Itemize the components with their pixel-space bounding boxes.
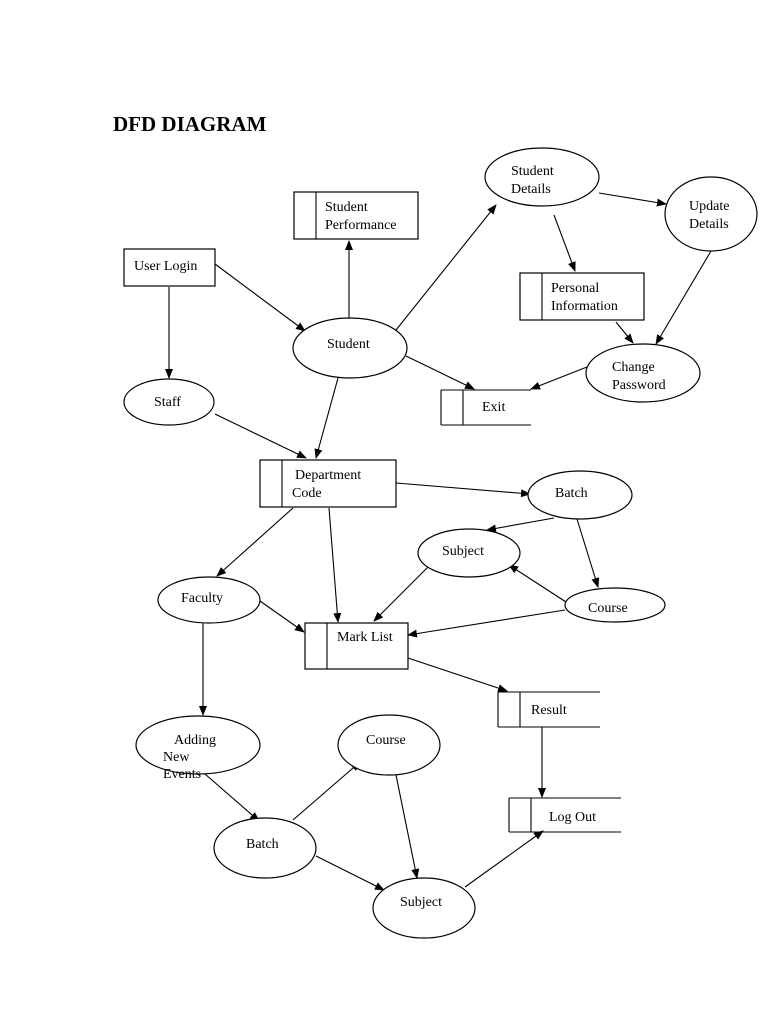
node-label-line: Details — [689, 217, 729, 232]
node-label-line: Update — [689, 199, 729, 214]
node-log-out: Log Out — [508, 797, 621, 833]
arrow-batch-subject-bottom — [315, 855, 385, 891]
node-label-line: Staff — [154, 395, 181, 410]
node-faculty: Faculty — [157, 576, 261, 624]
arrow-userlogin-student — [214, 263, 306, 332]
node-result: Result — [497, 691, 600, 728]
arrow-batch-subject — [486, 517, 555, 533]
node-label-line: User Login — [134, 259, 197, 274]
node-change-password: Change Password — [585, 343, 701, 403]
node-user-login: User Login — [123, 248, 216, 287]
node-label-line: New — [163, 750, 190, 765]
arrow-update-password — [655, 250, 712, 345]
node-label-line: Department — [295, 468, 361, 483]
node-staff: Staff — [123, 378, 215, 426]
node-label-line: Log Out — [549, 810, 596, 825]
node-subject-mid: Subject — [417, 528, 521, 578]
arrow-department-faculty — [216, 507, 294, 577]
node-label-line: Course — [366, 733, 406, 748]
arrow-personal-password — [615, 321, 634, 344]
node-student-details: Student Details — [484, 147, 600, 207]
node-student-performance: Student Performance — [293, 191, 419, 240]
flow-arrows — [165, 192, 712, 891]
node-course-mid: Course — [564, 587, 666, 623]
arrow-details-update — [598, 192, 667, 207]
node-personal-information: Personal Information — [519, 272, 645, 321]
arrow-department-batch — [395, 482, 531, 498]
node-batch-bottom: Batch — [213, 817, 317, 879]
node-label-line: Change — [612, 360, 655, 375]
arrow-staff-department — [214, 413, 307, 459]
arrow-student-exit — [405, 355, 475, 390]
arrow-batch-course — [292, 761, 361, 821]
node-mark-list: Mark List — [304, 622, 409, 670]
node-label-line: Password — [612, 378, 666, 393]
node-label-line: Code — [292, 486, 322, 501]
arrow-course-marklist — [407, 609, 566, 638]
arrow-department-marklist — [328, 507, 342, 623]
arrow-marklist-result — [407, 657, 508, 692]
arrow-events-batch — [204, 773, 260, 822]
node-subject-bottom: Subject — [372, 877, 476, 939]
arrow-course-subject — [508, 564, 567, 603]
node-batch-top: Batch — [527, 470, 633, 520]
node-label-line: Batch — [246, 837, 279, 852]
node-label-line: Subject — [442, 544, 484, 559]
arrow-course-subject-bottom — [395, 774, 420, 879]
node-label-line: Personal — [551, 281, 599, 296]
arrow-subject-logout — [464, 830, 544, 888]
node-label-line: Result — [531, 703, 567, 718]
arrow-password-exit — [530, 366, 588, 390]
node-student: Student — [292, 317, 408, 379]
node-course-bottom: Course — [337, 714, 441, 776]
node-label-line: Information — [551, 299, 618, 314]
node-label-line: Adding — [174, 733, 216, 748]
node-label-line: Student — [511, 164, 554, 179]
node-update-details: Update Details — [664, 176, 758, 252]
node-label-line: Course — [588, 601, 628, 616]
node-label-line: Performance — [325, 218, 397, 233]
node-adding-new-events: Adding New Events — [135, 715, 261, 782]
node-department-code: Department Code — [259, 459, 397, 508]
node-label-line: Subject — [400, 895, 442, 910]
node-label-line: Batch — [555, 486, 588, 501]
node-label-line: Exit — [482, 400, 505, 415]
arrow-student-details — [395, 204, 497, 331]
arrow-details-personal — [553, 214, 576, 272]
node-label-line: Details — [511, 182, 551, 197]
arrow-student-department — [314, 377, 339, 459]
arrow-faculty-marklist — [259, 600, 305, 633]
page-title: DFD DIAGRAM — [113, 112, 267, 136]
arrow-batch-course — [576, 518, 600, 588]
node-label-line: Student — [325, 200, 368, 215]
node-exit: Exit — [440, 389, 531, 426]
arrow-subject-marklist — [373, 564, 431, 622]
node-label-line: Faculty — [181, 591, 223, 606]
node-label-line: Mark List — [337, 630, 393, 645]
node-label-line: Student — [327, 337, 370, 352]
node-label-line: Events — [163, 767, 201, 782]
